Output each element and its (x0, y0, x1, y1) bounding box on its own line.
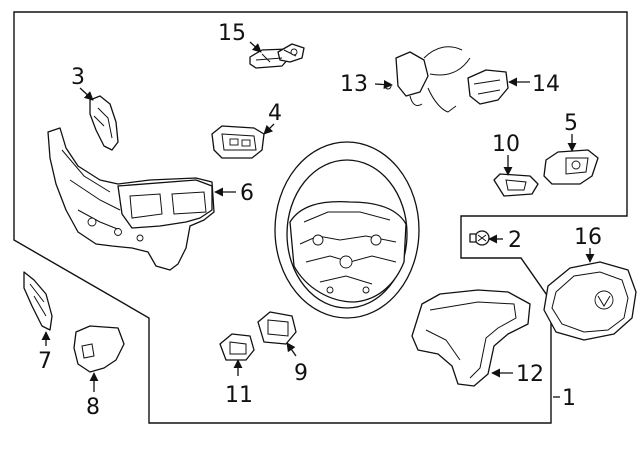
callout-11: 11 (225, 383, 253, 408)
part-5-switch (543, 149, 599, 185)
assembly-frame (13, 11, 628, 424)
part-11-switch (219, 333, 255, 361)
steering-wheel (274, 141, 420, 319)
part-3-left-trim-bezel (89, 95, 119, 151)
brand-emblem-icon (597, 295, 611, 307)
callout-13: 13 (340, 72, 368, 97)
callout-labels: 15 3 4 13 14 5 10 6 2 16 7 8 11 9 12 1 (38, 21, 602, 420)
callout-8: 8 (86, 395, 100, 420)
part-2-screw (469, 230, 490, 246)
part-14-harness-bracket (467, 69, 509, 105)
part-16-airbag-module (543, 261, 637, 341)
callout-12: 12 (516, 362, 544, 387)
part-4-switch-module (211, 125, 265, 159)
callout-2: 2 (508, 228, 522, 253)
callout-7: 7 (38, 349, 52, 374)
part-13-wiring-harness (384, 46, 471, 113)
part-7-lower-trim (23, 271, 53, 331)
part-10-switch (493, 173, 539, 197)
callout-10: 10 (492, 132, 520, 157)
leader-lines (41, 41, 595, 398)
part-9-switch (257, 311, 297, 345)
part-8-trim-cover (73, 325, 125, 373)
callout-6: 6 (240, 181, 254, 206)
callout-4: 4 (268, 101, 282, 126)
callout-1: 1 (562, 386, 576, 411)
part-12-front-bezel (411, 289, 531, 387)
callout-15: 15 (218, 21, 246, 46)
callout-3: 3 (71, 65, 85, 90)
part-15-switch-connectors (249, 43, 305, 69)
callout-14: 14 (532, 72, 560, 97)
callout-9: 9 (294, 361, 308, 386)
callout-16: 16 (574, 225, 602, 250)
callout-5: 5 (564, 111, 578, 136)
rear-steering-cover (47, 127, 215, 271)
